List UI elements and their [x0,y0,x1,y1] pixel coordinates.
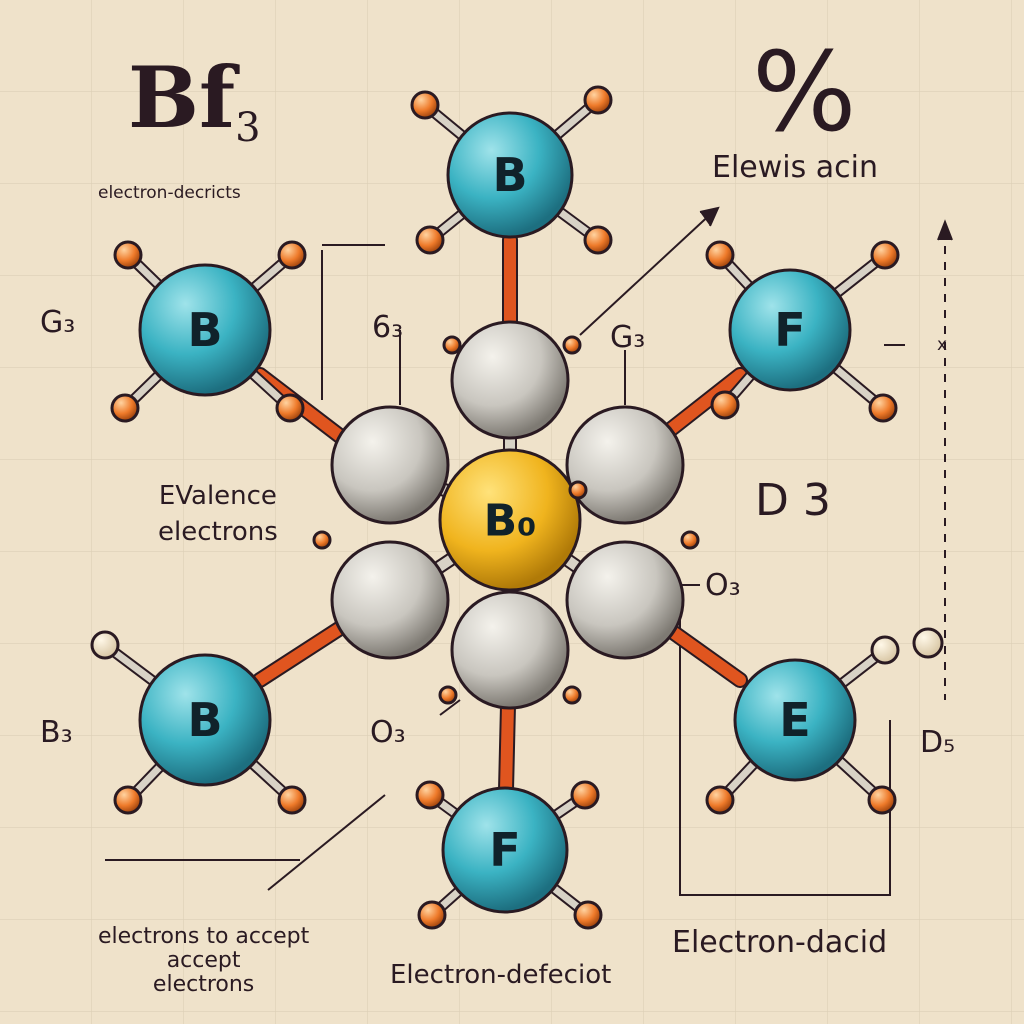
small-orange-atom [870,635,900,665]
atom-bottom-label: F [489,823,520,877]
small-orange-atom [417,900,447,930]
small-orange-atom [277,240,307,270]
label-lower-o3: O₃ [370,715,406,750]
atom-right-upper-label: F [774,303,805,357]
small-orange-atom [90,630,120,660]
center-boron-atom [438,448,582,592]
small-orange-atom [275,393,305,423]
ring-atom [565,540,685,660]
percent-symbol: % [752,28,857,156]
label-right-o3: O₃ [705,568,741,603]
small-orange-atom [868,393,898,423]
small-orange-atom [705,785,735,815]
label-right-middle: D 3 [755,475,831,526]
bottom-right-label: Electron-dacid [672,925,888,960]
bond [500,699,514,796]
small-orange-atom [410,90,440,120]
ring-atom [330,540,450,660]
small-orange-atom [705,240,735,270]
atom-top [446,111,574,239]
label-right-axis: x [937,335,948,355]
electron-dot [568,480,588,500]
bond [254,619,351,686]
electron-dot [562,335,582,355]
bond [664,624,746,686]
bond [664,369,746,436]
label-left-upper: G₃ [40,305,76,340]
atom-left-upper [138,263,272,397]
small-orange-atom [583,225,613,255]
subtitle: electron-decricts [98,183,241,203]
electron-dot [438,685,458,705]
electron-dot [680,530,700,550]
atom-left-lower [138,653,272,787]
small-orange-atom [573,900,603,930]
electron-dot [442,335,462,355]
small-orange-atom [415,225,445,255]
small-orange-atom [110,393,140,423]
small-orange-atom [710,390,740,420]
electron-dot [562,685,582,705]
atom-left-lower-label: B [187,693,222,747]
electron-dot [312,530,332,550]
small-orange-atom [113,240,143,270]
label-left-lower: B₃ [40,715,73,750]
small-orange-atom [870,240,900,270]
small-orange-atom [113,785,143,815]
small-orange-atom [415,780,445,810]
loose-atom [912,627,944,659]
ring-atom [450,320,570,440]
lewis-acid-label: Elewis acin [712,150,879,185]
atoms: B₀ B B F B E F [90,85,944,930]
atom-right-upper [728,268,852,392]
small-orange-atom [570,780,600,810]
small-orange-atom [583,85,613,115]
atom-right-lower-label: E [779,693,810,747]
atom-top-label: B [492,148,527,202]
label-right-lower: D₅ [920,725,956,760]
label-ring-left: 6₃ [372,310,404,345]
ring-atom [450,590,570,710]
atom-left-upper-label: B [187,303,222,357]
small-orange-atom [277,785,307,815]
atom-right-lower [733,658,857,782]
label-ring-right: G₃ [610,320,646,355]
center-boron-atom-label: B₀ [484,495,537,546]
bottom-center-label: Electron-defeciot [390,960,612,990]
small-orange-atom [867,785,897,815]
ring-atom [330,405,450,525]
formula-title: Bf3 [128,48,261,151]
ring-atom [565,405,685,525]
atom-bottom [441,786,569,914]
